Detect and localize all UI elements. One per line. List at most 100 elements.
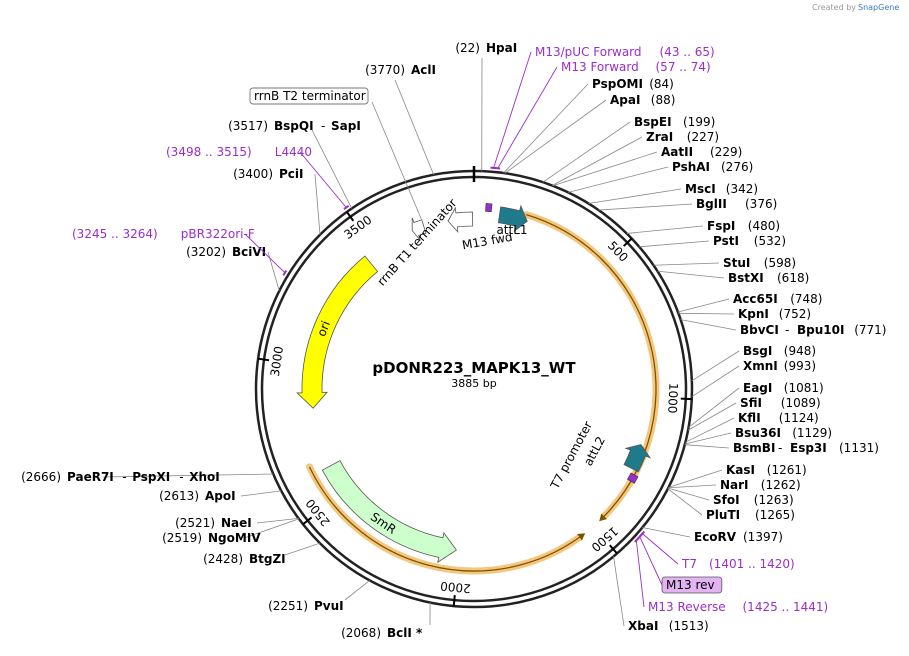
site-pspomi[interactable]: PspOMI(84) <box>592 77 674 91</box>
primer-coord: (43 .. 65) <box>660 45 715 59</box>
site-name: XbaI <box>628 619 658 633</box>
site-ngomiv[interactable]: (2519)NgoMIV <box>162 531 261 545</box>
site-ecorv[interactable]: EcoRV(1397) <box>694 530 783 544</box>
site-coord: (1124) <box>779 411 819 425</box>
site-bspqi[interactable]: (3517)BspQI-SapI <box>228 119 361 133</box>
site-name: BstXI <box>728 271 764 285</box>
primer-name: T7 <box>681 557 697 571</box>
site-connector <box>344 580 370 601</box>
site-kpni[interactable]: KpnI(752) <box>738 307 811 321</box>
site-psti[interactable]: PstI(532) <box>713 234 786 248</box>
primer-connector <box>635 539 645 608</box>
site-coord: (1262) <box>761 478 801 492</box>
site-separator: - <box>785 323 789 337</box>
site-nari[interactable]: NarI(1262) <box>720 478 801 492</box>
site-acli[interactable]: (3770) AclI <box>365 63 436 77</box>
site-acc65i[interactable]: Acc65I(748) <box>733 292 822 306</box>
primer-coord: (3245 .. 3264) <box>72 227 158 241</box>
primer-coord: (3498 .. 3515) <box>166 145 252 159</box>
site-msci[interactable]: MscI(342) <box>685 182 758 196</box>
feature-attl1[interactable] <box>497 204 528 233</box>
site-stui[interactable]: StuI(598) <box>723 256 796 270</box>
site-bsgi[interactable]: BsgI(948) <box>743 344 816 358</box>
site-bsmbi[interactable]: BsmBI-Esp3I(1131) <box>733 441 879 455</box>
site-coord: (618) <box>777 271 809 285</box>
feature-attl2[interactable] <box>623 444 652 473</box>
site-name: BspEI <box>634 115 672 129</box>
primers-group: M13/pUC Forward(43 .. 65)M13 Forward(57 … <box>72 45 828 614</box>
site-coord: (3770) <box>365 63 405 77</box>
site-aatii[interactable]: AatII(229) <box>661 145 742 159</box>
site-bstxi[interactable]: BstXI (618) <box>728 271 809 285</box>
orf-line <box>526 214 657 517</box>
primer-m13-rev[interactable]: M13 rev <box>661 576 723 594</box>
site-xmni[interactable]: XmnI(993) <box>743 359 816 373</box>
site-paer7i[interactable]: (2666)PaeR7I-PspXI-XhoI <box>21 470 220 484</box>
primer-l4440[interactable]: (3498 .. 3515)L4440 <box>166 145 312 159</box>
site-apoi[interactable]: (2613)ApoI <box>159 489 236 503</box>
site-coord: (1397) <box>743 530 783 544</box>
primer-connector <box>638 535 663 586</box>
primer-mark <box>634 537 640 543</box>
site-coord: (752) <box>779 307 811 321</box>
feature-rrnb-t1-terminator[interactable] <box>447 206 474 234</box>
site-kfli[interactable]: KflI(1124) <box>738 411 819 425</box>
site-pcii[interactable]: (3400)PciI <box>233 167 303 181</box>
site-fspi[interactable]: FspI(480) <box>707 219 780 233</box>
site-hpai[interactable]: (22)HpaI <box>455 41 517 55</box>
site-apai[interactable]: ApaI(88) <box>610 93 675 107</box>
feature-m13-fwd[interactable] <box>485 203 493 213</box>
site-sfoi[interactable]: SfoI(1263) <box>713 493 794 507</box>
site-connector <box>677 298 730 313</box>
site-bcli[interactable]: (2068)BclI * <box>341 626 423 640</box>
site-coord: (2666) <box>21 470 61 484</box>
site-bbvci[interactable]: BbvCI-Bpu10I(771) <box>740 323 886 337</box>
site-xbai[interactable]: XbaI (1513) <box>628 619 709 633</box>
label-connector <box>371 101 423 222</box>
site-bglii[interactable]: BglII(376) <box>696 197 777 211</box>
site-name-2: PspXI <box>132 470 170 484</box>
site-pluti[interactable]: PluTI(1265) <box>706 508 795 522</box>
feature-label: M13 fwd <box>461 230 514 253</box>
site-connector <box>394 79 435 175</box>
primer-m13-reverse[interactable]: M13 Reverse(1425 .. 1441) <box>648 600 828 614</box>
ruler-tick <box>623 237 633 247</box>
primer-m13-forward[interactable]: M13 Forward(57 .. 74) <box>561 60 711 74</box>
site-bspei[interactable]: BspEI (199) <box>634 115 715 129</box>
feature-rrnb-t2-terminator-label[interactable]: rrnB T2 terminator <box>249 87 423 222</box>
site-pvui[interactable]: (2251)PvuI <box>268 599 344 613</box>
site-btgzi[interactable]: (2428)BtgZI <box>203 552 286 566</box>
ruler-tick <box>680 397 692 401</box>
site-zrai[interactable]: ZraI(227) <box>646 130 719 144</box>
site-coord: (598) <box>764 256 796 270</box>
primer-connector <box>641 532 679 565</box>
site-bsu36i[interactable]: Bsu36I(1129) <box>735 426 832 440</box>
site-connector <box>256 517 299 524</box>
site-eagi[interactable]: EagI(1081) <box>743 381 824 395</box>
feature-t7-promoter[interactable] <box>627 472 639 484</box>
site-coord: (229) <box>710 145 742 159</box>
site-connector <box>542 121 631 183</box>
site-name: PspOMI <box>592 77 643 91</box>
feature-smr[interactable] <box>321 460 457 564</box>
site-kasi[interactable]: KasI(1261) <box>726 463 807 477</box>
feature-ori[interactable] <box>296 255 379 409</box>
site-sfii[interactable]: SfiI(1089) <box>740 396 821 410</box>
primer-t7[interactable]: T7(1401 .. 1420) <box>681 557 795 571</box>
plasmid-size: 3885 bp <box>451 377 496 390</box>
site-naei[interactable]: (2521)NaeI <box>175 516 252 530</box>
site-bcivi[interactable]: (3202)BciVI <box>186 245 266 259</box>
site-coord: (1513) <box>669 619 709 633</box>
site-connector <box>687 402 737 431</box>
site-name: AclI <box>411 63 436 77</box>
site-name: PshAI <box>672 160 710 174</box>
site-connector <box>685 417 735 443</box>
site-coord: (376) <box>745 197 777 211</box>
site-coord: (199) <box>683 115 715 129</box>
backbone-group <box>254 166 694 609</box>
site-pshai[interactable]: PshAI(276) <box>672 160 753 174</box>
primer-pbr322ori-f[interactable]: (3245 .. 3264)pBR322ori-F <box>72 227 255 241</box>
primer-box <box>661 576 723 594</box>
feature-terminator-arrow[interactable] <box>411 217 427 241</box>
primer-m13-puc-forward[interactable]: M13/pUC Forward(43 .. 65) <box>535 45 715 59</box>
